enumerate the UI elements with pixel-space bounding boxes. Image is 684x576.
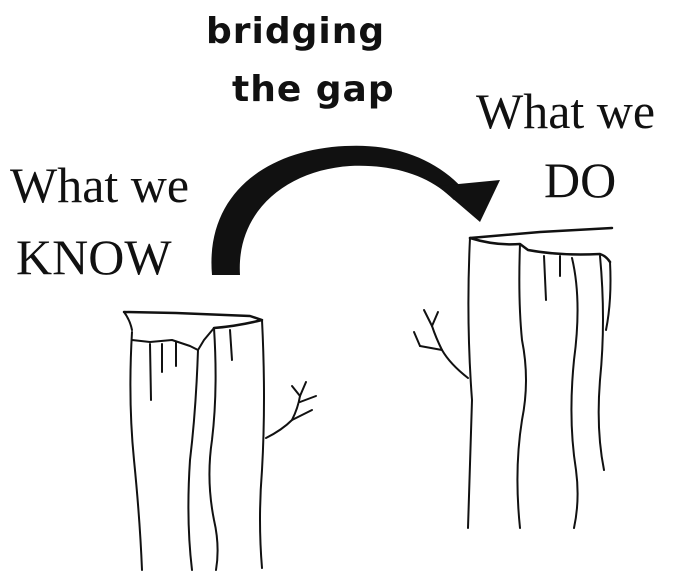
what-we-do-line1: What we — [476, 86, 655, 136]
curved-arrow — [211, 146, 500, 275]
what-we-know-line1: What we — [10, 160, 189, 210]
arrow-body — [211, 146, 466, 275]
what-we-do-line2: DO — [544, 155, 616, 205]
right-cliff — [414, 228, 612, 528]
bridging-label: bridging — [206, 14, 385, 50]
the-gap-label: the gap — [232, 72, 395, 108]
what-we-know-line2: KNOW — [16, 232, 172, 282]
arrow-head — [438, 180, 500, 222]
left-cliff — [124, 312, 316, 570]
